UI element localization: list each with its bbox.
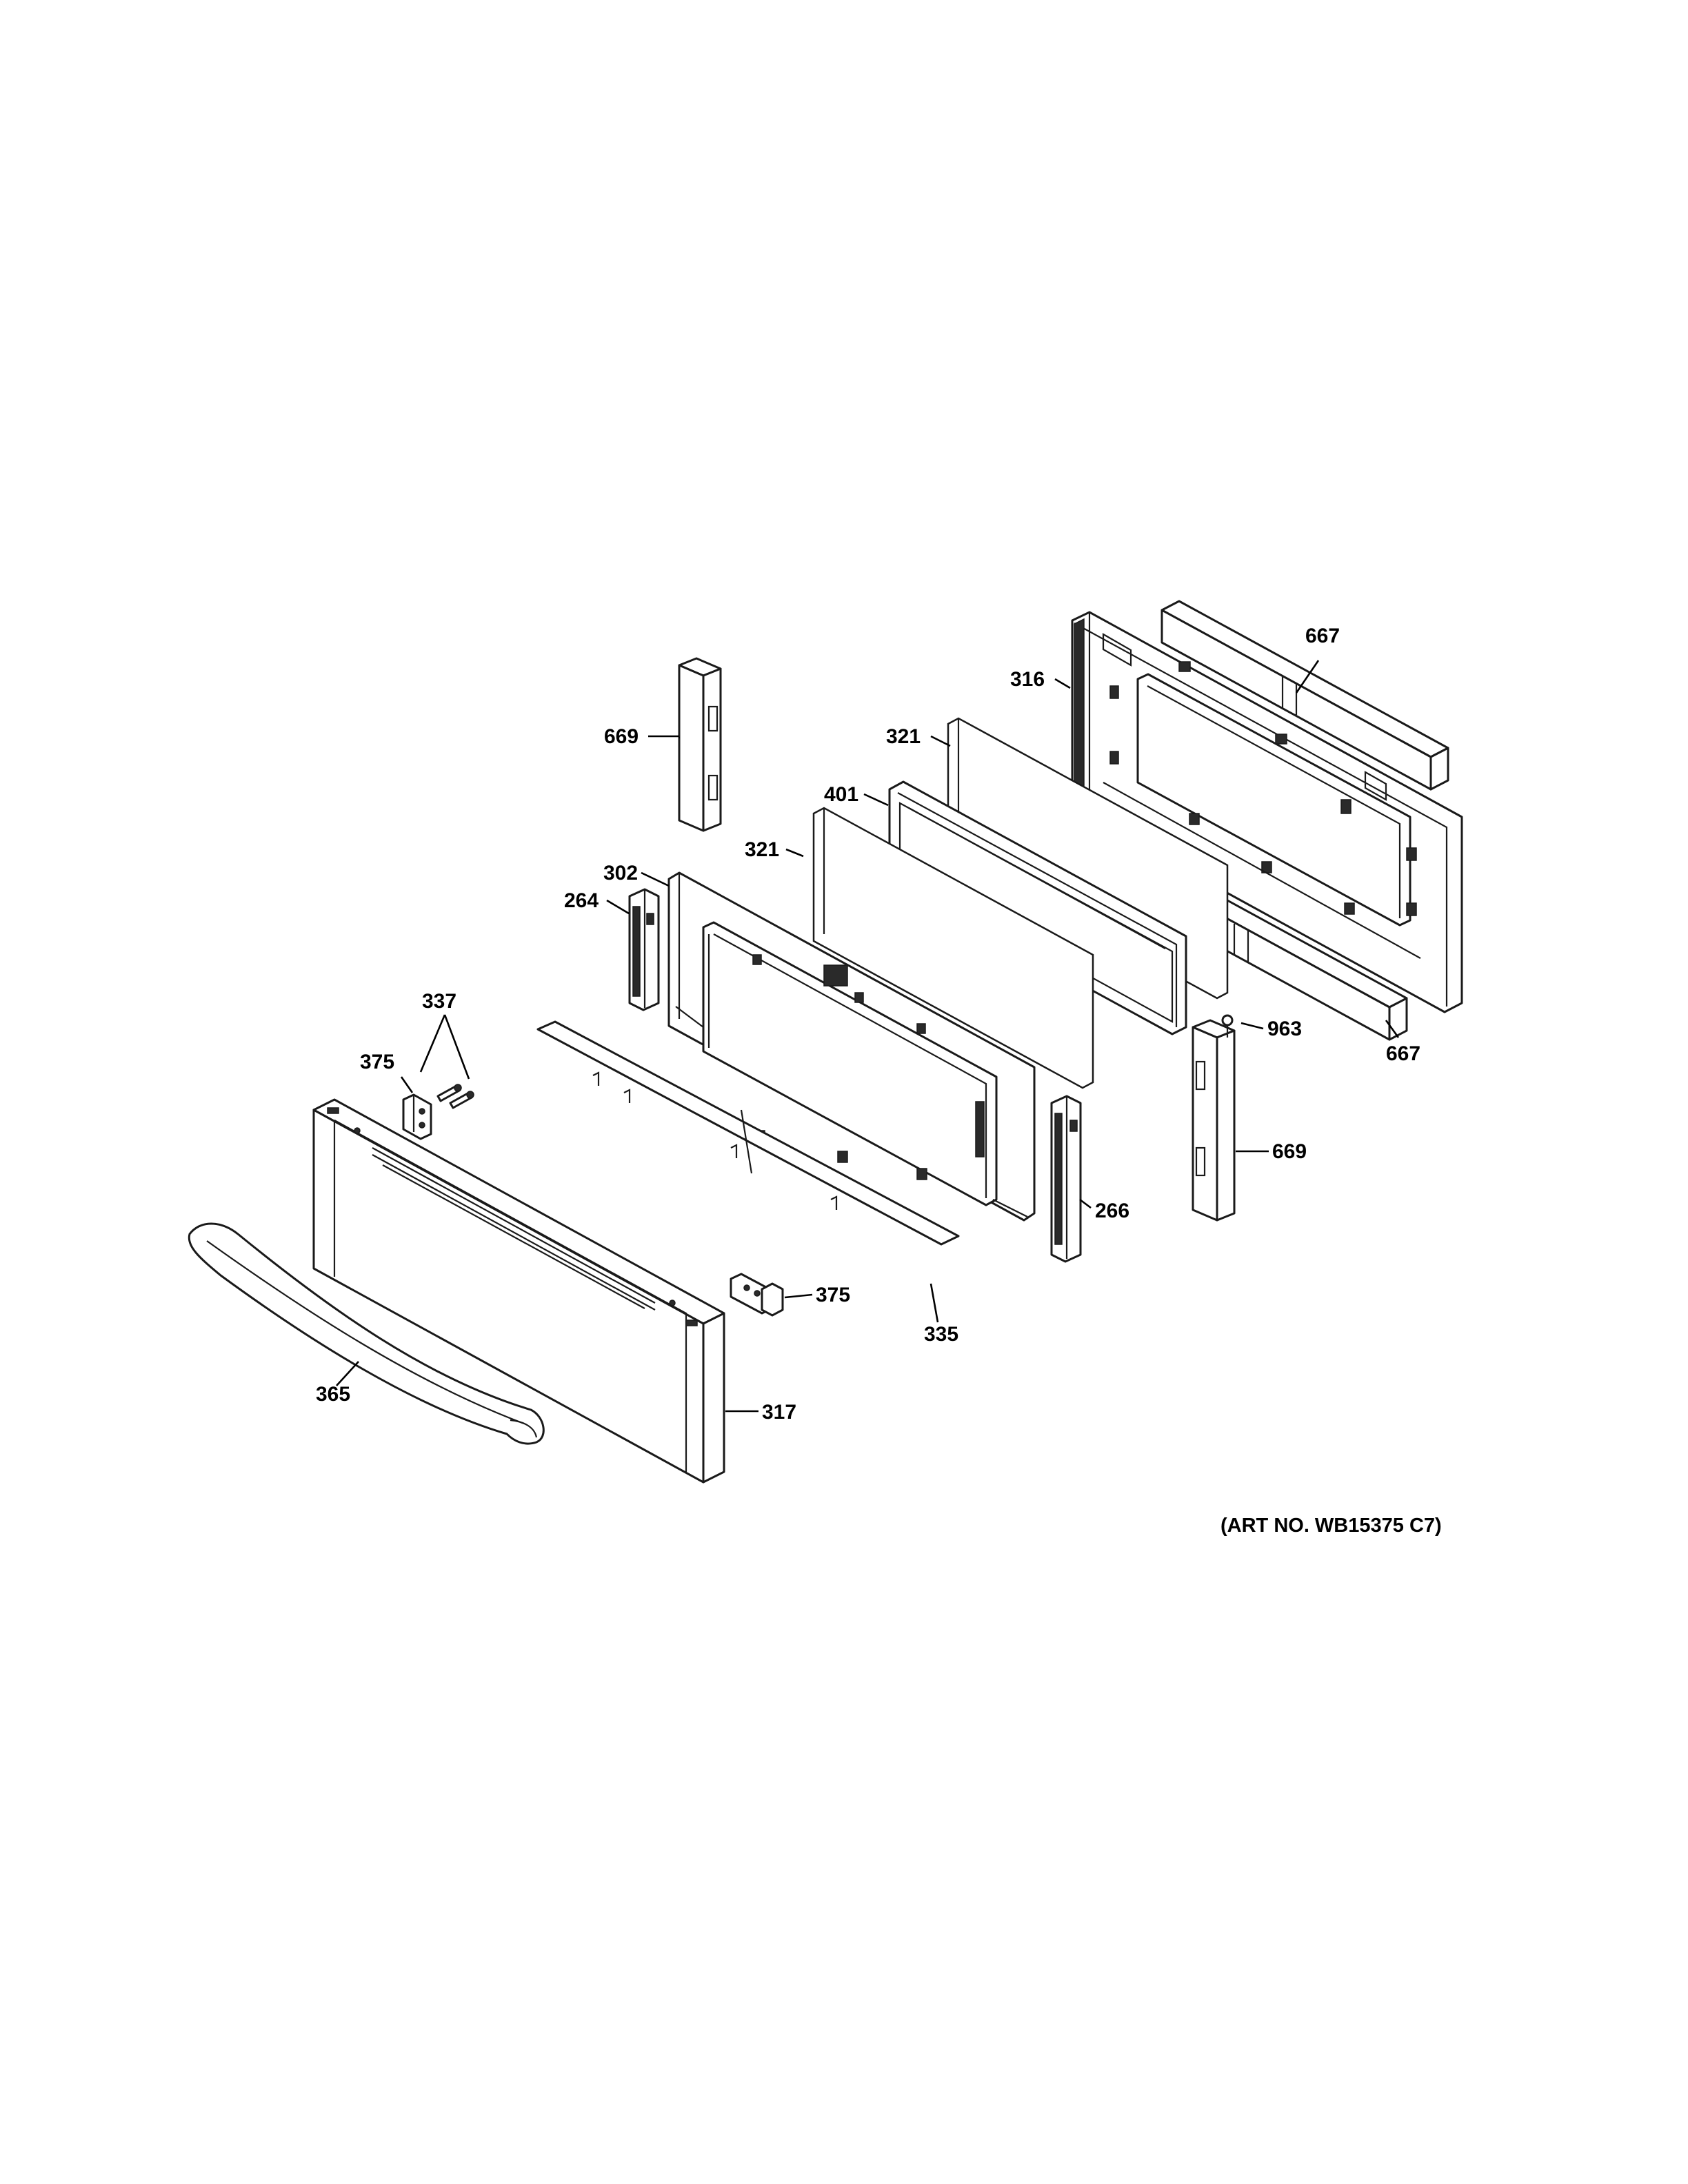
callout-labels: 667 316 669 321 401 321 302 264 337 375 … <box>316 625 1420 1424</box>
callout-302: 302 <box>603 862 638 884</box>
part-266-right-hinge <box>1050 1095 1082 1263</box>
part-317-outer-door-panel <box>312 1098 725 1484</box>
part-264-left-hinge <box>628 888 660 1011</box>
part-316-inner-door-frame <box>1071 611 1463 1013</box>
part-963-screw <box>1221 1014 1234 1038</box>
callout-264: 264 <box>564 889 599 912</box>
callout-365: 365 <box>316 1383 350 1406</box>
part-375-right-bracket <box>730 1273 784 1317</box>
callout-317: 317 <box>762 1401 796 1424</box>
callout-667-bottom: 667 <box>1386 1042 1420 1065</box>
part-365-door-handle <box>188 1222 545 1445</box>
part-375-left-bracket <box>402 1093 432 1140</box>
callout-335: 335 <box>924 1323 958 1346</box>
callout-401: 401 <box>824 783 858 806</box>
callout-963: 963 <box>1267 1018 1302 1040</box>
part-335-vent-plate <box>536 1020 960 1246</box>
part-302-door-liner <box>667 871 1036 1222</box>
part-321-front-glass <box>812 807 1094 1089</box>
callout-321-mid: 321 <box>745 838 779 861</box>
callout-669-left: 669 <box>604 725 639 748</box>
callout-667-top: 667 <box>1305 625 1340 647</box>
callout-316: 316 <box>1010 668 1045 691</box>
part-337-screws <box>436 1084 474 1109</box>
part-669-left-insulation <box>678 657 722 832</box>
callout-266: 266 <box>1095 1200 1129 1222</box>
callout-669-right: 669 <box>1272 1140 1307 1163</box>
callout-375-right: 375 <box>816 1284 850 1306</box>
callout-321-top: 321 <box>886 725 921 748</box>
callout-337: 337 <box>422 990 456 1013</box>
part-669-right-insulation <box>1192 1019 1236 1222</box>
callout-375-left: 375 <box>360 1051 394 1073</box>
art-number: (ART NO. WB15375 C7) <box>1220 1515 1442 1537</box>
leader-lines <box>336 660 1400 1413</box>
